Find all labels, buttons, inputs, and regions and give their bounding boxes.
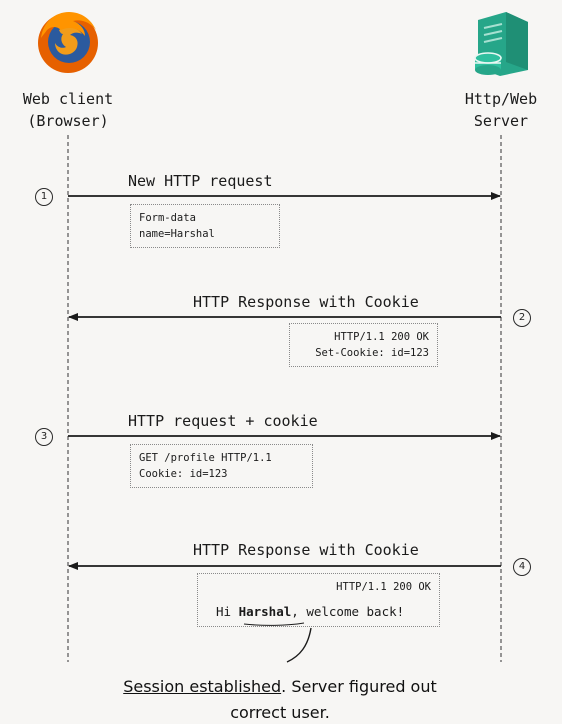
step-3-payload-line: Cookie: id=123	[139, 468, 228, 480]
client-label-line2: (Browser)	[27, 112, 109, 130]
harshal-underline	[243, 622, 305, 626]
greeting-name: Harshal	[238, 604, 292, 619]
step-2-payload: HTTP/1.1 200 OK Set-Cookie: id=123	[289, 323, 438, 367]
caption-pointer	[286, 627, 312, 663]
greeting-suffix: , welcome back!	[291, 604, 405, 619]
server-icon	[474, 12, 528, 76]
step-2-number: 2	[513, 309, 531, 327]
step-3-payload-line: GET /profile HTTP/1.1	[139, 452, 272, 464]
server-label-line2: Server	[473, 112, 529, 130]
step-4-label: HTTP Response with Cookie	[193, 541, 419, 559]
step-4-payload: HTTP/1.1 200 OK Hi Harshal, welcome back…	[197, 573, 440, 627]
step-3-payload: GET /profile HTTP/1.1 Cookie: id=123	[130, 444, 313, 488]
step-1-payload: Form-data name=Harshal	[130, 204, 280, 248]
caption-underlined: Session established	[123, 677, 282, 696]
caption-line-1: Session established. Server figured out	[60, 674, 500, 700]
server-label-line1: Http/Web	[464, 90, 538, 108]
step-4-number: 4	[513, 558, 531, 576]
step-3-number: 3	[35, 428, 53, 446]
client-label: Web client (Browser)	[12, 88, 124, 132]
firefox-icon	[38, 12, 98, 73]
caption-line-2: correct user.	[230, 703, 330, 722]
greeting-prefix: Hi	[216, 604, 239, 619]
server-label: Http/Web Server	[452, 88, 550, 132]
step-2-label: HTTP Response with Cookie	[193, 293, 419, 311]
step-3-label: HTTP request + cookie	[128, 412, 318, 430]
caption-rest: . Server figured out	[281, 677, 437, 696]
step-1-payload-line: Form-data	[139, 212, 196, 224]
step-1-number: 1	[35, 188, 53, 206]
step-4-greeting: Hi Harshal, welcome back!	[206, 604, 431, 620]
step-1-label: New HTTP request	[128, 172, 273, 190]
step-2-payload-line: Set-Cookie: id=123	[315, 347, 429, 359]
step-2-payload-line: HTTP/1.1 200 OK	[334, 331, 429, 343]
step-4-status: HTTP/1.1 200 OK	[336, 581, 431, 593]
client-label-line1: Web client	[22, 90, 114, 108]
step-1-payload-line: name=Harshal	[139, 228, 215, 240]
session-caption: Session established. Server figured out …	[60, 674, 500, 724]
